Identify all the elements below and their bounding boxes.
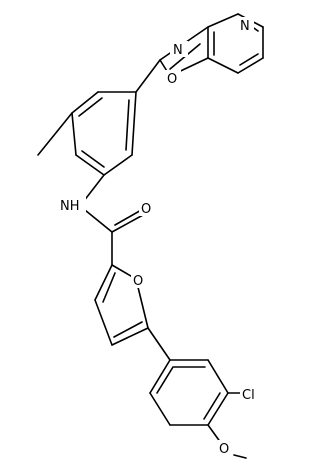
chemical-structure-diagram: N N O NH O O Cl O xyxy=(37,13,264,459)
tolyl-ring xyxy=(71,91,137,176)
atom-label-methoxy-o: O xyxy=(219,442,229,457)
atom-label-chlorine: Cl xyxy=(242,388,255,403)
phenyl-ring xyxy=(147,327,229,426)
atom-label-furan-o: O xyxy=(133,274,143,289)
atom-label-amide-nh: NH xyxy=(60,199,80,214)
furan-ring xyxy=(94,264,149,346)
atom-label-oxazole-n: N xyxy=(173,43,183,58)
amide-group xyxy=(79,174,144,266)
atom-labels: N N O NH O O Cl O xyxy=(58,17,260,457)
methyl-group xyxy=(37,112,73,156)
pyridine-ring xyxy=(207,13,264,74)
atom-label-pyridine-n: N xyxy=(240,19,250,34)
atom-label-carbonyl-o: O xyxy=(141,202,151,217)
atom-label-oxazole-o: O xyxy=(167,72,177,87)
linker-bonds xyxy=(135,59,161,93)
